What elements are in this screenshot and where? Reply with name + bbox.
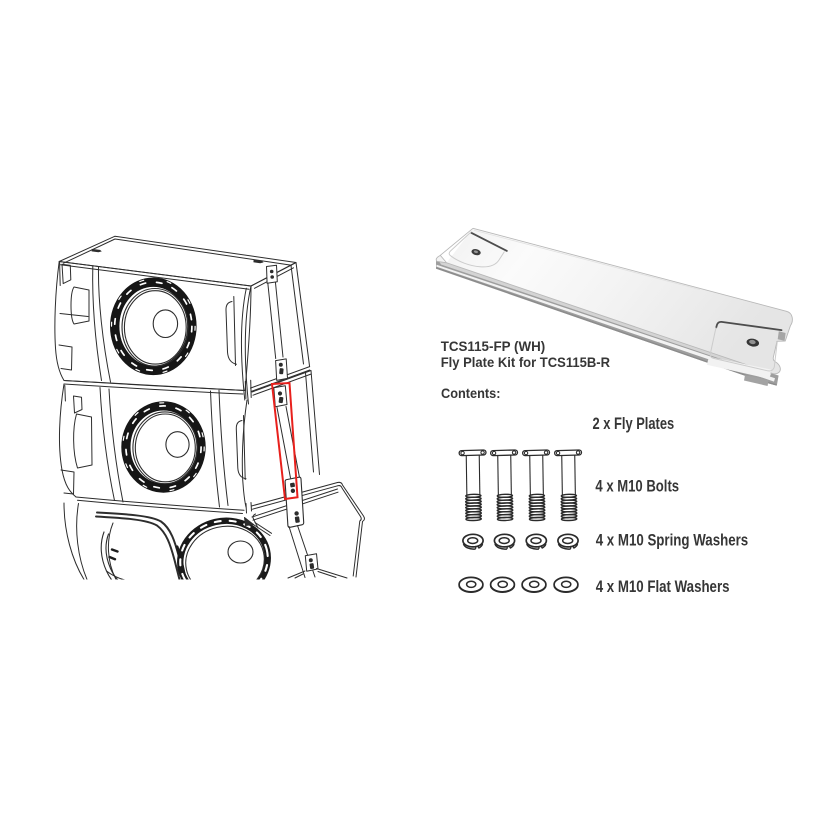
svg-text:Fly Plate Kit for TCS115B-R: Fly Plate Kit for TCS115B-R (441, 354, 610, 370)
svg-text:2 x Fly Plates: 2 x Fly Plates (593, 414, 675, 433)
svg-text:4 x M10 Flat Washers: 4 x M10 Flat Washers (596, 577, 730, 596)
svg-text:Contents:: Contents: (441, 385, 501, 401)
svg-text:TCS115-FP (WH): TCS115-FP (WH) (441, 338, 546, 354)
svg-text:4 x M10 Bolts: 4 x M10 Bolts (595, 477, 679, 496)
svg-text:4 x M10 Spring Washers: 4 x M10 Spring Washers (596, 531, 749, 550)
